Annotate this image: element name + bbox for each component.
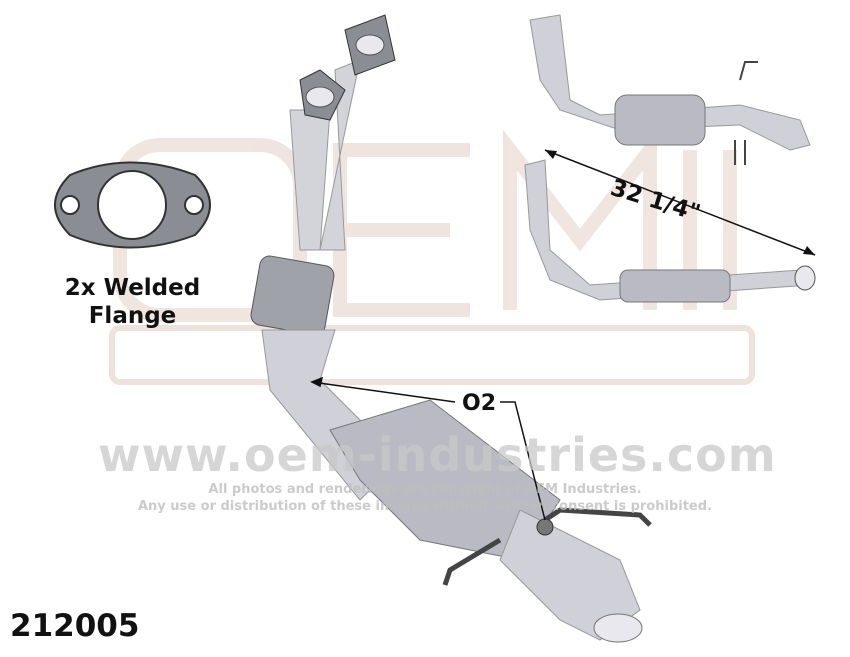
part-number: 212005 — [10, 608, 140, 644]
watermark-industries — [109, 325, 755, 385]
flange-label-line2: Flange — [88, 303, 177, 329]
side-view-bottom — [524, 149, 816, 303]
watermark-url: www.oem-industries.com — [98, 428, 777, 482]
flange-label: 2x Welded Flange — [40, 274, 225, 330]
flange-label-line1: 2x Welded — [64, 275, 201, 301]
watermark-copyright-line1: All photos and renderings are copyright … — [208, 482, 642, 497]
side-view-top — [529, 14, 811, 165]
o2-sensor-label: O2 — [462, 391, 497, 416]
watermark-copyright-line2: Any use or distribution of these images … — [137, 499, 712, 514]
gasket-icon — [54, 161, 211, 249]
main-converter — [250, 14, 652, 643]
o2-leader-lines — [310, 376, 546, 521]
